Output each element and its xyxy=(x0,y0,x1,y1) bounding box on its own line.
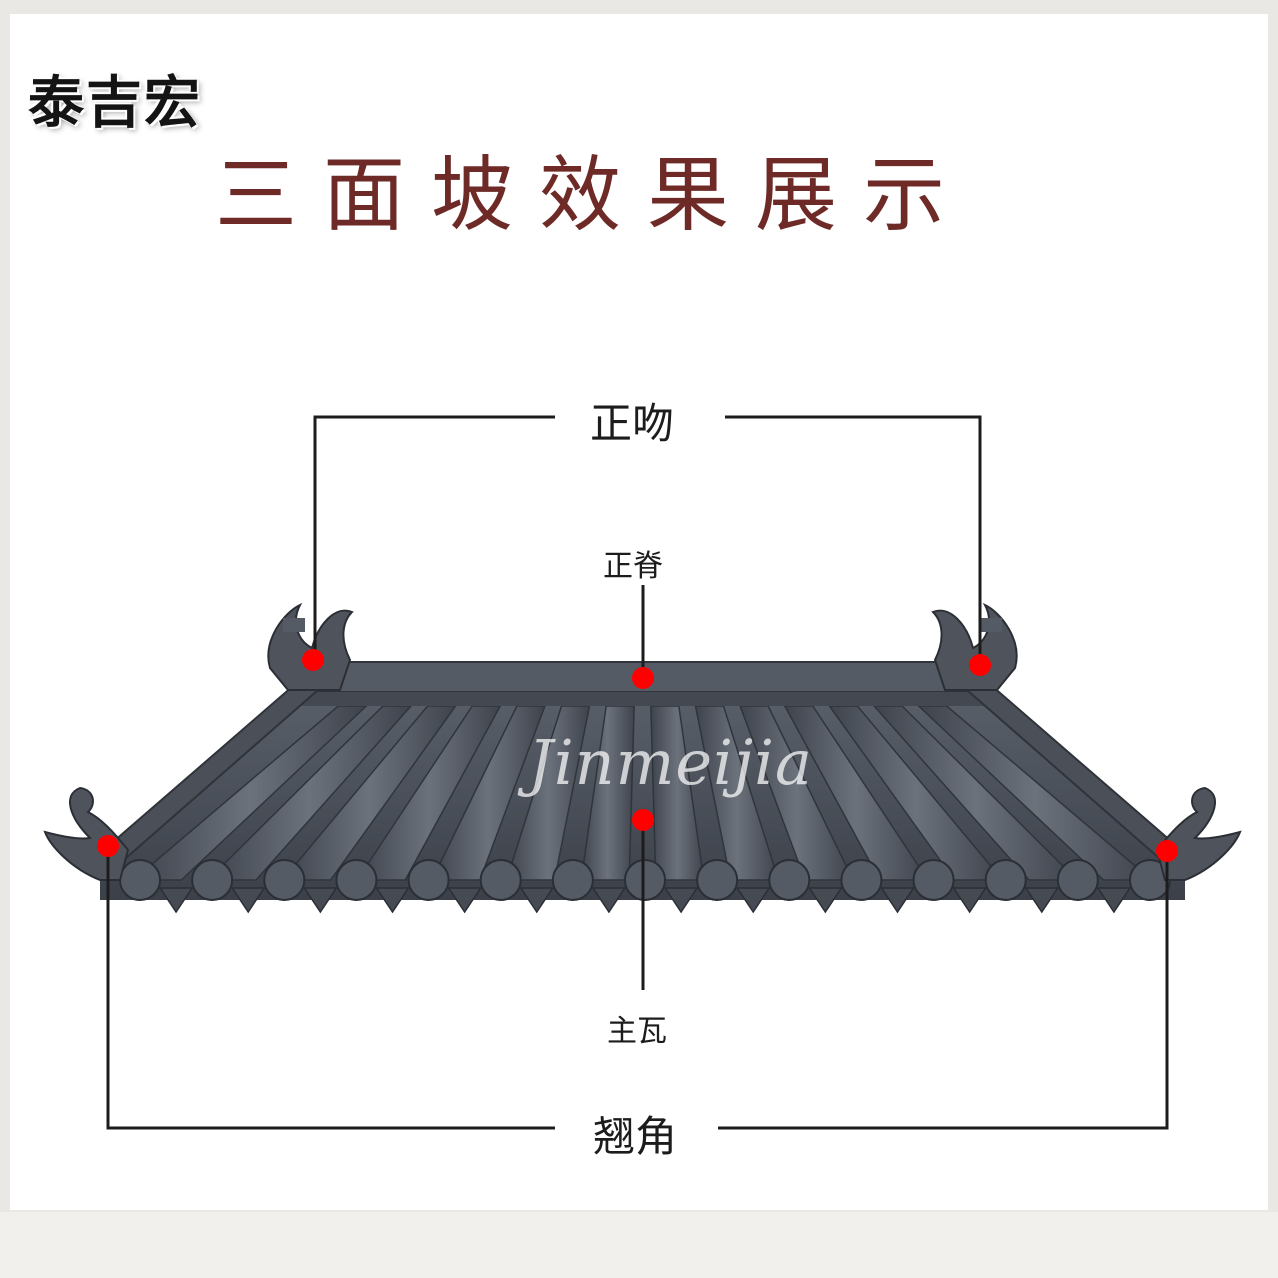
marker-main-tile xyxy=(632,809,654,831)
eave-tile-end xyxy=(1056,859,1099,901)
eave-tile-end xyxy=(912,859,955,901)
eave-tile-end xyxy=(551,859,594,901)
label-main-ridge: 正脊 xyxy=(603,549,663,584)
eave-tile-end xyxy=(984,859,1027,901)
bottom-border xyxy=(0,1212,1278,1278)
eave-drip-tile xyxy=(735,887,771,914)
eave-tile-end xyxy=(768,859,811,901)
eave-tile-end xyxy=(696,859,739,901)
eave-drip-tile xyxy=(158,887,194,914)
right-ridge-ornament xyxy=(931,602,1018,691)
label-main-tile: 主瓦 xyxy=(607,1014,667,1049)
left-flying-eave xyxy=(43,786,130,881)
leader-flying-eave-left xyxy=(106,848,555,1130)
brand-logo: 泰吉宏 xyxy=(28,70,202,136)
eave-tile-end xyxy=(624,859,666,901)
leader-flying-eave-right xyxy=(718,852,1169,1130)
eave-tile-end xyxy=(191,859,234,901)
eave-drip-tile xyxy=(807,887,843,914)
eave-drip-tile xyxy=(230,887,266,914)
eave-tile-end xyxy=(119,859,161,901)
label-flying-eave: 翘角 xyxy=(593,1112,678,1161)
leader-ridge-ornament-left xyxy=(313,415,555,660)
label-ridge-ornament: 正吻 xyxy=(590,399,675,448)
right-flying-eave xyxy=(1155,786,1242,881)
page-title: 三面坡效果展示 xyxy=(215,148,972,243)
eave-tile-end xyxy=(263,859,306,901)
leader-lines xyxy=(106,415,1169,1130)
eave-tile-end xyxy=(407,859,450,901)
roof-illustration xyxy=(43,602,1242,914)
leader-ridge-ornament-right xyxy=(725,415,982,665)
eave-drip-tile xyxy=(663,887,699,914)
image-panel xyxy=(10,14,1268,1210)
eave-tile-end xyxy=(335,859,378,901)
eave-tile-ends xyxy=(119,859,1171,914)
watermark: Jinmeijia xyxy=(528,726,813,799)
eave-drip-tile xyxy=(375,887,410,914)
marker-main-ridge xyxy=(632,667,654,689)
eave-drip-tile xyxy=(1096,887,1132,914)
left-ridge-ornament xyxy=(267,602,354,691)
marker-ridge-ornament-left xyxy=(302,649,324,671)
eave-drip-tile xyxy=(1024,887,1060,914)
eave-tile-end xyxy=(840,859,883,901)
eave-tile-end xyxy=(479,859,522,901)
marker-flying-eave-left xyxy=(97,835,119,857)
markers xyxy=(97,649,1178,862)
marker-flying-eave-right xyxy=(1156,840,1178,862)
eave-drip-tile xyxy=(302,887,338,914)
eave-drip-tile xyxy=(447,887,483,914)
eave-drip-tile xyxy=(952,887,988,914)
eave-drip-tile xyxy=(880,887,915,914)
marker-ridge-ornament-right xyxy=(969,654,991,676)
eave-drip-tile xyxy=(519,887,555,914)
eave-drip-tile xyxy=(591,887,627,914)
